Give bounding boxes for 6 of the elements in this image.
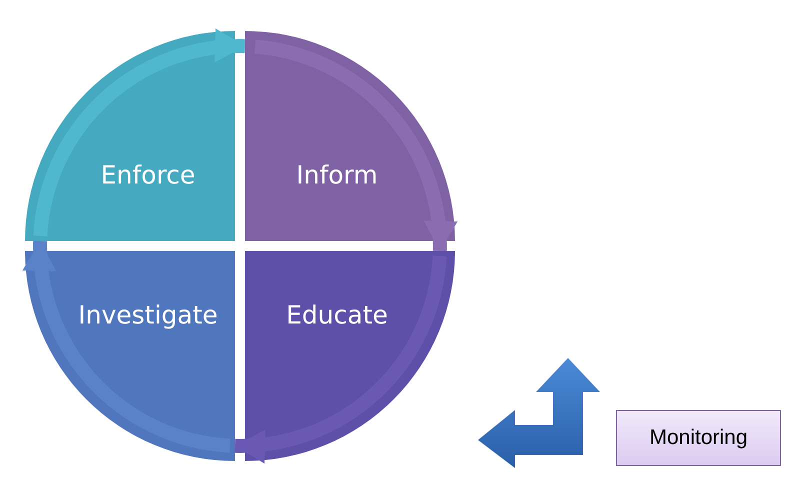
- segment-label: Investigate: [78, 300, 218, 330]
- segment-label: Enforce: [100, 160, 196, 190]
- segment-label: Inform: [296, 160, 378, 190]
- segment-label: Educate: [286, 300, 388, 330]
- box-label: Monitoring: [649, 426, 748, 450]
- label-box: [616, 410, 781, 466]
